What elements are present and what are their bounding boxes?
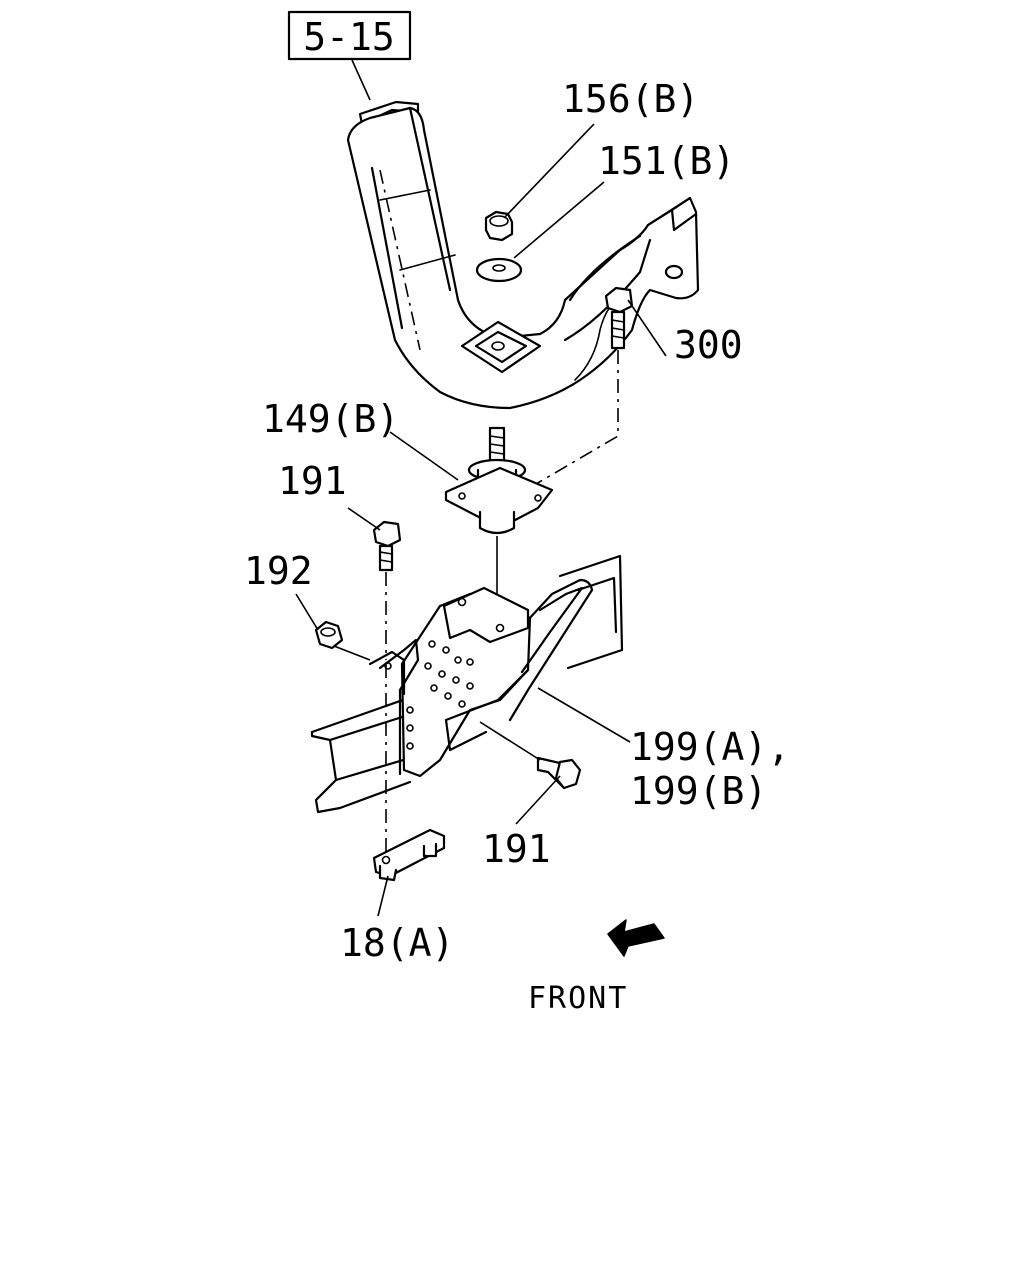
callout-149b: 149(B) xyxy=(262,397,399,441)
bolt-300[interactable] xyxy=(604,286,634,350)
bolt-191-upper[interactable] xyxy=(372,520,402,572)
bracket-199[interactable] xyxy=(368,578,594,778)
nut-192[interactable] xyxy=(314,620,344,650)
callout-191-upper: 191 xyxy=(278,459,347,503)
callout-151b: 151(B) xyxy=(598,139,735,183)
washer-151b[interactable] xyxy=(475,257,523,283)
engine-mount-149b[interactable] xyxy=(444,426,554,535)
front-label: FRONT xyxy=(528,981,628,1016)
leader-lines xyxy=(295,123,667,917)
reference-leader xyxy=(351,59,371,101)
flange-nut-156b[interactable] xyxy=(484,210,514,242)
reference-box-label: 5-15 xyxy=(303,15,395,59)
callout-156b: 156(B) xyxy=(562,77,699,121)
callout-300: 300 xyxy=(674,323,743,367)
callout-199a: 199(A), xyxy=(630,725,790,769)
callout-18a: 18(A) xyxy=(340,921,454,965)
bolt-300-centerline xyxy=(535,350,619,485)
plate-18a[interactable] xyxy=(372,828,446,882)
callout-191-lower: 191 xyxy=(482,827,551,871)
callout-199b: 199(B) xyxy=(630,769,767,813)
callout-192: 192 xyxy=(244,549,313,593)
front-arrow-icon xyxy=(607,919,665,957)
upper-bracket xyxy=(346,100,700,410)
bolt-191-lower[interactable] xyxy=(536,756,582,790)
reference-box[interactable]: 5-15 xyxy=(287,10,412,61)
